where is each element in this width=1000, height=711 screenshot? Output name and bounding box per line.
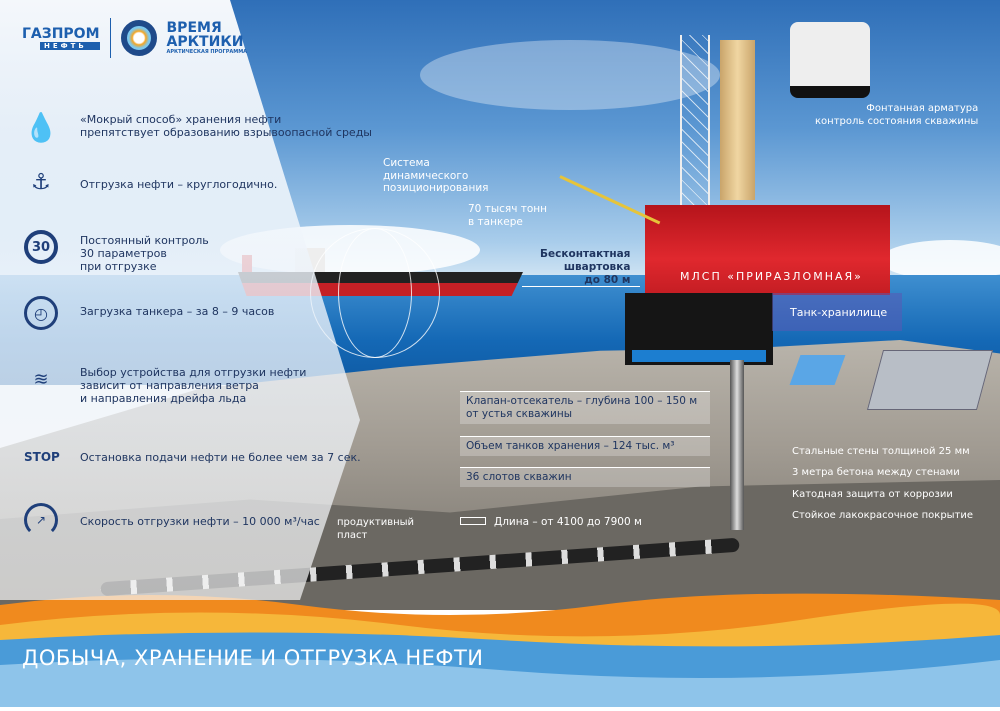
page-title: ДОБЫЧА, ХРАНЕНИЕ И ОТГРУЗКА НЕФТИ (22, 646, 484, 670)
wind-ice-icon: ≋ (33, 368, 49, 390)
feature-loading-time: Загрузка танкера – за 8 – 9 часов (80, 305, 275, 318)
clock-icon: ◴ (24, 296, 58, 330)
magnifier-30-icon: 30 (24, 230, 58, 264)
tank-label-band (772, 293, 902, 331)
crane-hook-icon: ⚓ (31, 169, 51, 195)
drilling-derrick (680, 35, 710, 205)
vremya-arktiki-emblem (120, 20, 157, 56)
drop-icon: 💧 (23, 110, 59, 144)
tank-spec: Стальные стены толщиной 25 мм (792, 446, 970, 457)
tank-spec: Катодная защита от коррозии (792, 489, 953, 500)
stop-icon: STOP (24, 450, 60, 464)
wellhead-inset (790, 22, 870, 98)
positioning-circle (338, 228, 412, 358)
feature-stop: Остановка подачи нефти не более чем за 7… (80, 451, 361, 464)
tank-label: Танк-хранилище (790, 306, 888, 319)
tank-spec: Стойкое лакокрасочное покрытие (792, 510, 974, 521)
length-label: Длина – от 4100 до 7900 м (460, 516, 642, 529)
well-pipe (730, 360, 744, 530)
gazprom-logo-text: ГАЗПРОМ (22, 26, 100, 42)
info-box-slots: 36 слотов скважин (460, 467, 710, 487)
cloud (880, 240, 1000, 280)
gazprom-logo-subtext: НЕФТЬ (40, 42, 100, 50)
tank-spec: 3 метра бетона между стенами (792, 467, 960, 478)
feature-year-round: Отгрузка нефти – круглогодично. (80, 178, 278, 191)
feature-speed: Скорость отгрузки нефти – 10 000 м³/час (80, 515, 320, 528)
bottom-waves (0, 585, 1000, 707)
flare-tower (720, 40, 755, 200)
cloud (420, 40, 720, 110)
info-box-tank-volume: Объем танков хранения – 124 тыс. м³ (460, 436, 710, 456)
tank-3d-icon (866, 350, 994, 410)
platform-topsides (645, 205, 890, 295)
speedometer-icon: ↗ (24, 503, 58, 537)
oil-water-level (632, 350, 766, 362)
ruler-icon (460, 517, 486, 525)
mooring-distance-arrow (522, 286, 640, 287)
platform-name: МЛСП «ПРИРАЗЛОМНАЯ» (680, 270, 863, 283)
